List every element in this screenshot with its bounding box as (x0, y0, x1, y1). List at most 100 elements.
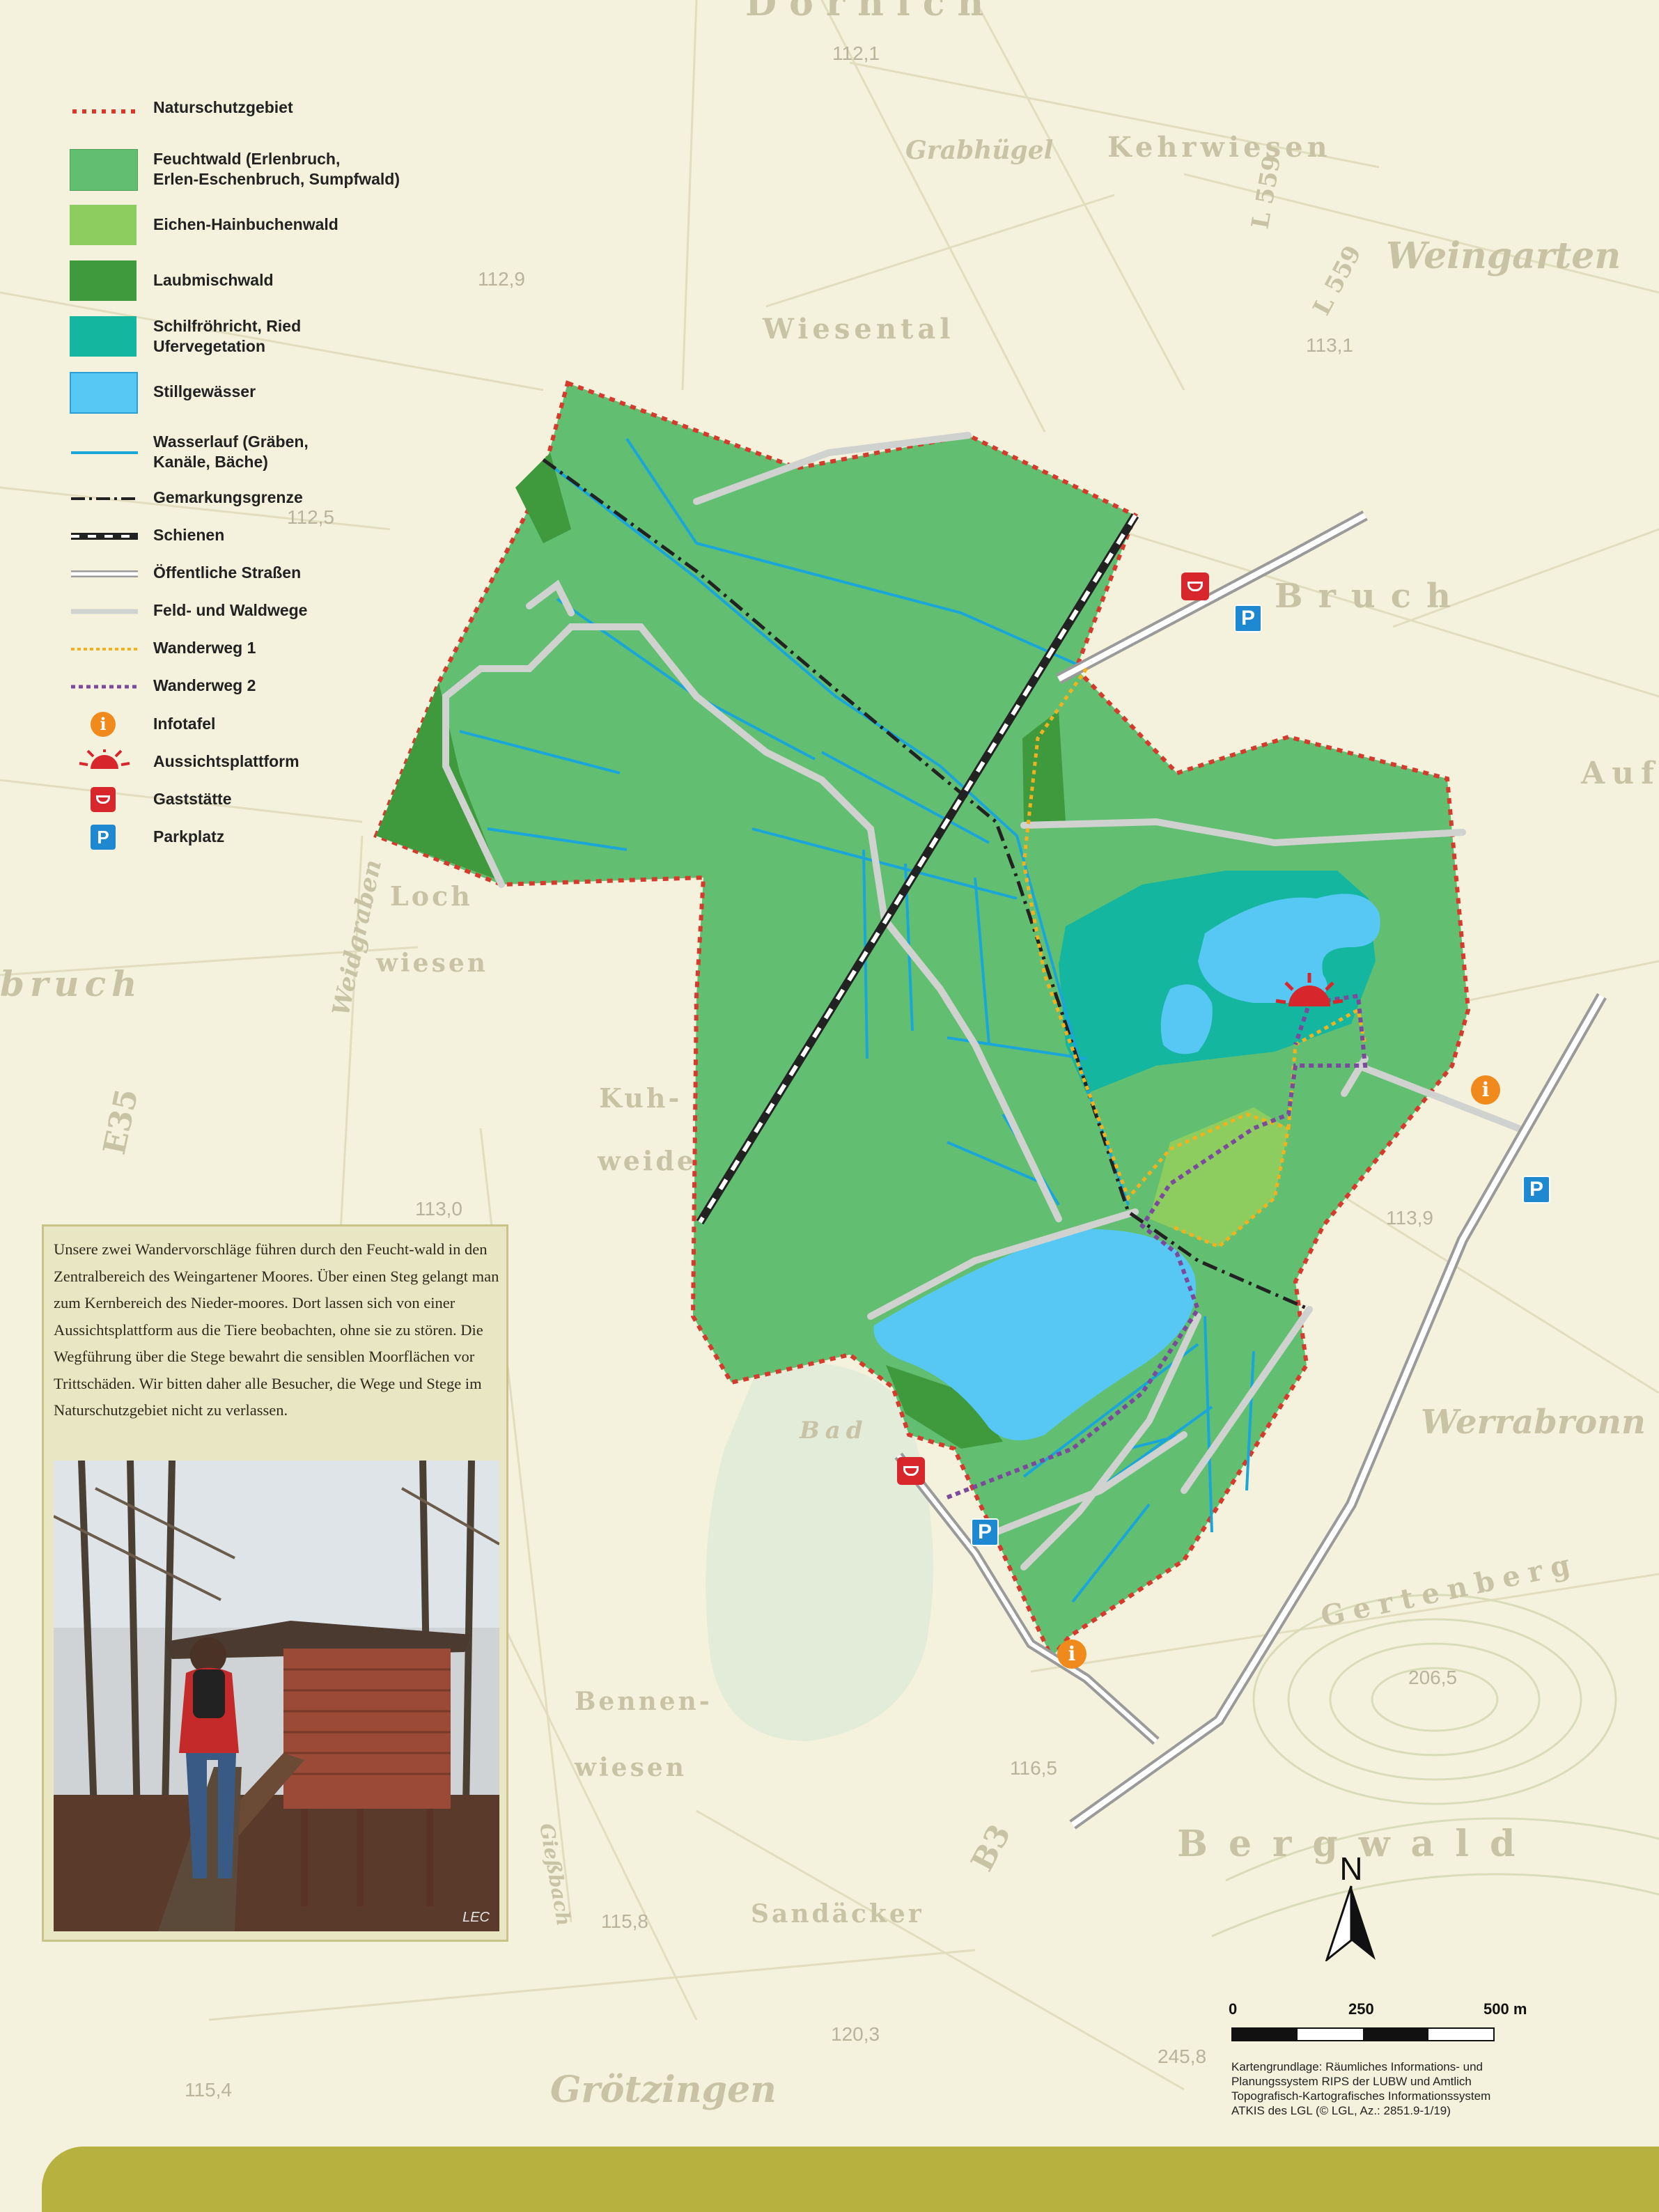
parking-glyph: P (1529, 1178, 1543, 1201)
legend-item-laubmisch: Laubmischwald (70, 260, 515, 302)
legend-label: Parkplatz (153, 827, 225, 846)
legend-label: Aussichtsplattform (153, 752, 299, 770)
north-arrow-icon (1325, 1885, 1376, 1961)
legend-label: Eichen-Hainbuchenwald (153, 215, 338, 233)
label-bennen-wiesen: wiesen (574, 1753, 687, 1782)
photo-image (54, 1461, 499, 1931)
elev-112-1: 112,1 (832, 42, 880, 64)
schilf-swatch (70, 316, 137, 357)
elev-113-0: 113,0 (415, 1198, 462, 1220)
north-letter: N (1339, 1851, 1363, 1887)
label-loch: Loch (390, 880, 473, 912)
legend-item-ww1: Wanderweg 1 (70, 638, 515, 680)
parking-icon: P (91, 825, 116, 850)
elev-206-5: 206,5 (1408, 1667, 1457, 1688)
municipal-boundary-symbol (71, 497, 138, 500)
label-wiesental: Wiesental (762, 313, 955, 345)
reserve-area (373, 380, 1471, 1662)
parking-icon[interactable]: P (1234, 605, 1262, 632)
label-kuh: Kuh- (599, 1082, 682, 1114)
legend-item-gast: Gaststätte (70, 787, 515, 829)
elev-120-3: 120,3 (831, 2023, 880, 2045)
faint-lake (706, 1362, 933, 1741)
still-swatch (70, 372, 138, 414)
photo-credit: LEC (462, 1910, 490, 1925)
info-icon: i (91, 712, 116, 737)
map-credit: Kartengrundlage: Räumliches Informations… (1231, 2060, 1491, 2117)
feuchtwald-swatch (70, 149, 138, 191)
viewing-platform-icon (79, 749, 130, 769)
restaurant-icon[interactable] (897, 1457, 925, 1485)
field-path-symbol (71, 609, 138, 614)
restaurant-icon[interactable] (1181, 573, 1209, 600)
label-werrabronn: Werrabronn (1421, 1403, 1646, 1442)
label-bruch: Bruch (1275, 577, 1466, 616)
info-glyph: i (1068, 1642, 1076, 1665)
laubmisch-swatch (70, 260, 137, 301)
railway-symbol (71, 533, 138, 540)
public-road-symbol (71, 570, 138, 577)
info-icon[interactable]: i (1057, 1639, 1086, 1669)
laubmisch-patch-west (376, 683, 501, 881)
eichen-swatch (70, 205, 137, 245)
parking-icon[interactable]: P (971, 1518, 999, 1546)
label-bennen: Bennen- (575, 1687, 712, 1716)
legend-item-eichen: Eichen-Hainbuchenwald (70, 205, 515, 247)
scale-label-500: 500 m (1483, 2000, 1527, 2018)
legend-item-strassen: Öffentliche Straßen (70, 563, 515, 605)
legend-item-naturschutzgebiet: Naturschutzgebiet (70, 98, 515, 139)
laubmisch-patch-north (515, 453, 571, 543)
elev-113-9: 113,9 (1386, 1207, 1433, 1229)
viewing-platform-icon (1275, 973, 1343, 1006)
legend-label: Gaststätte (153, 790, 232, 808)
parking-icon[interactable]: P (1522, 1176, 1550, 1204)
label-grabhuegel: Grabhügel (905, 136, 1053, 165)
info-text: Unsere zwei Wandervorschläge führen durc… (54, 1240, 499, 1419)
legend-item-schilf: Schilfröhricht, Ried Ufervegetation (70, 316, 515, 358)
legend-label: Stillgewässer (153, 382, 256, 400)
legend-label: Infotafel (153, 715, 216, 733)
label-kehrwiesen: Kehrwiesen (1107, 131, 1332, 164)
municipal-boundary (542, 458, 1311, 1311)
label-weide: weide (597, 1145, 696, 1176)
elev-245-8: 245,8 (1158, 2046, 1206, 2067)
legend-label: Naturschutzgebiet (153, 98, 293, 116)
info-box: Unsere zwei Wandervorschläge führen durc… (42, 1224, 508, 1942)
legend-label: Öffentliche Straßen (153, 563, 302, 582)
lake-south (873, 1229, 1197, 1440)
label-wiesen: wiesen (375, 949, 488, 978)
legend-item-gemarkung: Gemarkungsgrenze (70, 488, 515, 529)
public-roads (894, 510, 1607, 1830)
cup-icon (96, 795, 110, 804)
legend-label: Feld- und Waldwege (153, 601, 308, 619)
elev-112-5: 112,5 (287, 506, 334, 528)
hiking-trail-1-symbol (71, 648, 138, 651)
scale-bar: 0 250 500 m (1227, 2000, 1534, 2056)
label-weingarten: Weingarten (1386, 235, 1621, 277)
info-glyph: i (100, 714, 107, 734)
legend-label: Wasserlauf (Gräben, Kanäle, Bäche) (153, 433, 309, 471)
forest-paths (442, 432, 1522, 1571)
elev-115-8: 115,8 (601, 1910, 648, 1932)
parking-glyph: P (1240, 607, 1255, 630)
legend-item-infotafel: i Infotafel (70, 712, 515, 754)
legend-item-park: P Parkplatz (70, 825, 515, 866)
cup-icon (903, 1466, 919, 1476)
legend-item-schienen: Schienen (70, 525, 515, 567)
legend-label: Schilfröhricht, Ried Ufervegetation (153, 317, 302, 355)
elev-115-4: 115,4 (185, 2079, 232, 2101)
label-bergwald: Bergwald (1177, 1823, 1536, 1865)
bottom-band (42, 2147, 1659, 2212)
info-icon[interactable]: i (1471, 1075, 1500, 1105)
restaurant-icon (91, 787, 116, 812)
legend-item-aussicht: Aussichtsplattform (70, 749, 515, 791)
label-bruch-west: bruch (0, 963, 142, 1004)
info-glyph: i (1481, 1078, 1490, 1101)
label-auf: Auf (1580, 756, 1659, 791)
cup-icon (1187, 582, 1203, 591)
railway-dash (698, 514, 1137, 1224)
watercourse-symbol (71, 451, 138, 454)
legend-item-ww2: Wanderweg 2 (70, 676, 515, 717)
photo-hide-observation: LEC (54, 1461, 499, 1931)
